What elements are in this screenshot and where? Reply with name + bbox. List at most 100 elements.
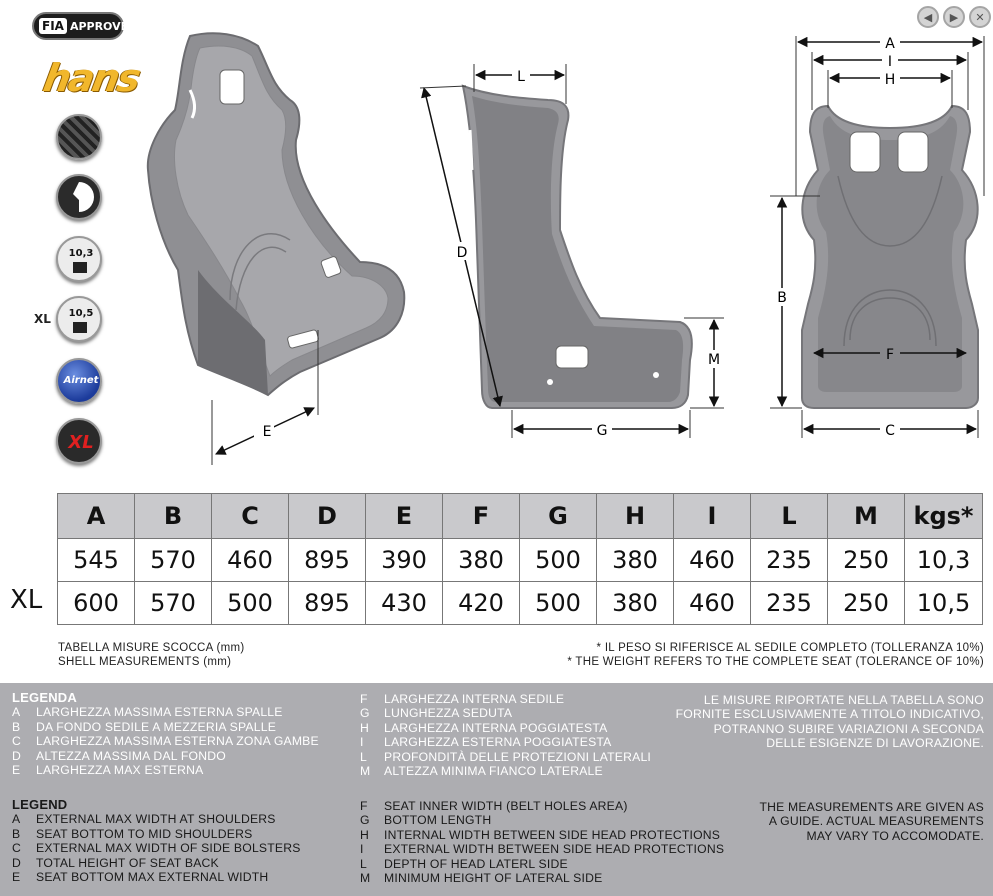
table-cell: 420 bbox=[442, 581, 520, 625]
col-header: kgs* bbox=[904, 493, 983, 539]
disclaimer-line: A GUIDE. ACTUAL MEASUREMENTS bbox=[768, 814, 984, 829]
table-header-row: A B C D E F G H I L M kgs* bbox=[57, 493, 983, 539]
dim-label-d: D bbox=[457, 245, 468, 261]
disclaimer-line: THE MEASUREMENTS ARE GIVEN AS bbox=[759, 800, 984, 814]
table-cell: 570 bbox=[134, 538, 212, 582]
disclaimer-line: MAY VARY TO ACCOMODATE. bbox=[806, 828, 984, 843]
note-it: TABELLA MISURE SCOCCA (mm) bbox=[58, 642, 245, 654]
disclaimer-line: FORNITE ESCLUSIVAMENTE A TITOLO INDICATI… bbox=[675, 707, 984, 722]
fia-approved-text: APPROVED bbox=[69, 19, 138, 33]
table-cell: 380 bbox=[596, 581, 674, 625]
table-cell: 235 bbox=[750, 581, 828, 625]
table-cell: 380 bbox=[442, 538, 520, 582]
dim-label-m: M bbox=[708, 352, 720, 368]
seat-front-view bbox=[146, 32, 406, 397]
airnet-label: Airnet bbox=[63, 375, 99, 386]
col-header: I bbox=[673, 493, 751, 539]
arrow-left-icon[interactable]: ◀ bbox=[917, 6, 939, 28]
weight-xl-icon[interactable]: 10,5 bbox=[56, 296, 102, 342]
dim-label-l: L bbox=[517, 69, 525, 85]
weight-icon[interactable]: 10,3 bbox=[56, 236, 102, 282]
xl-icon[interactable]: XL bbox=[56, 418, 102, 464]
shell-shape-icon bbox=[73, 182, 94, 212]
weight-standard-label: 10,3 bbox=[68, 248, 94, 259]
legenda-it-disclaimer: LE MISURE RIPORTATE NELLA TABELLA SONO F… bbox=[676, 693, 984, 751]
table-cell: 460 bbox=[211, 538, 289, 582]
airnet-icon[interactable]: Airnet bbox=[56, 358, 102, 404]
shell-profile-icon[interactable] bbox=[56, 174, 102, 220]
arrow-right-icon[interactable]: ▶ bbox=[943, 6, 965, 28]
disclaimer-line: POTRANNO SUBIRE VARIAZIONI A SECONDA bbox=[713, 721, 984, 736]
xl-logo-label: XL bbox=[68, 432, 94, 453]
seat-top-view bbox=[801, 104, 979, 409]
col-header: M bbox=[827, 493, 905, 539]
disclaimer-line: LE MISURE RIPORTATE NELLA TABELLA SONO bbox=[703, 693, 984, 707]
table-cell: 600 bbox=[57, 581, 135, 625]
fia-approved-badge: FIA APPROVED bbox=[32, 12, 137, 40]
table-cell: 500 bbox=[211, 581, 289, 625]
table-cell: 460 bbox=[673, 538, 751, 582]
row-label-xl: XL bbox=[10, 585, 43, 615]
close-icon[interactable]: ✕ bbox=[969, 6, 991, 28]
weight-note-en: * THE WEIGHT REFERS TO THE COMPLETE SEAT… bbox=[567, 656, 984, 668]
table-cell: 250 bbox=[827, 581, 905, 625]
table-cell: 570 bbox=[134, 581, 212, 625]
col-header: F bbox=[442, 493, 520, 539]
col-header: G bbox=[519, 493, 597, 539]
col-header: L bbox=[750, 493, 828, 539]
table-cell: 545 bbox=[57, 538, 135, 582]
weight-block-icon bbox=[73, 322, 87, 333]
table-cell: 895 bbox=[288, 538, 366, 582]
col-header: A bbox=[57, 493, 135, 539]
col-header: D bbox=[288, 493, 366, 539]
dim-label-g: G bbox=[597, 423, 608, 439]
table-notes-right: * IL PESO SI RIFERISCE AL SEDILE COMPLET… bbox=[567, 641, 984, 669]
dim-label-e: E bbox=[263, 424, 272, 440]
table-cell: 500 bbox=[519, 538, 597, 582]
dim-label-f: F bbox=[886, 347, 894, 363]
dim-label-b: B bbox=[777, 290, 787, 306]
dim-label-c: C bbox=[885, 423, 895, 439]
table-cell: 10,5 bbox=[904, 581, 983, 625]
table-cell: 235 bbox=[750, 538, 828, 582]
fia-logo: FIA bbox=[39, 18, 67, 34]
note-en: SHELL MEASUREMENTS (mm) bbox=[58, 656, 232, 668]
table-cell: 430 bbox=[365, 581, 443, 625]
col-header: H bbox=[596, 493, 674, 539]
weight-note-it: * IL PESO SI RIFERISCE AL SEDILE COMPLET… bbox=[596, 642, 984, 654]
dim-label-i: I bbox=[888, 54, 892, 70]
table-cell: 390 bbox=[365, 538, 443, 582]
carbon-fiber-icon[interactable] bbox=[56, 114, 102, 160]
table-row: 545 570 460 895 390 380 500 380 460 235 … bbox=[57, 538, 983, 582]
table-cell: 895 bbox=[288, 581, 366, 625]
weight-block-icon bbox=[73, 262, 87, 273]
dim-label-h: H bbox=[885, 72, 896, 88]
table-cell: 250 bbox=[827, 538, 905, 582]
col-header: C bbox=[211, 493, 289, 539]
legend-en-disclaimer: THE MEASUREMENTS ARE GIVEN AS A GUIDE. A… bbox=[759, 800, 984, 843]
table-row: 600 570 500 895 430 420 500 380 460 235 … bbox=[57, 581, 983, 625]
legend-title: LEGEND bbox=[12, 797, 68, 812]
